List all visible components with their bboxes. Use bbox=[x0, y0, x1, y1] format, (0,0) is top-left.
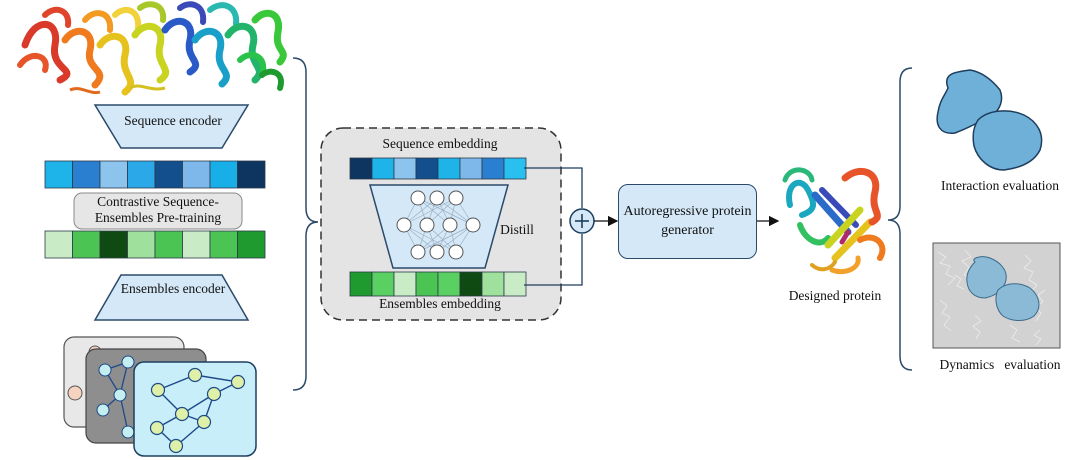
graph-card-front bbox=[133, 361, 257, 457]
sequence-encoder bbox=[93, 104, 250, 149]
left-ens-token-0 bbox=[44, 230, 73, 259]
dynamics-evaluation-label: Dynamics evaluation bbox=[939, 357, 1061, 372]
input-protein-structure-image bbox=[17, 1, 287, 96]
left-ens-token-7 bbox=[237, 230, 266, 259]
designed-protein-image bbox=[782, 167, 886, 275]
seq-to-plus-connector bbox=[524, 167, 583, 208]
sequence-encoder-label: Sequence encoder bbox=[124, 113, 222, 128]
left-ens-token-6 bbox=[209, 230, 238, 259]
center-seq-token-4 bbox=[437, 157, 461, 180]
center-seq-token-6 bbox=[481, 157, 505, 180]
center-ens-token-2 bbox=[393, 271, 417, 297]
left-ens-token-1 bbox=[72, 230, 101, 259]
distill-network bbox=[369, 184, 509, 269]
center-ens-token-5 bbox=[459, 271, 483, 297]
center-seq-token-1 bbox=[371, 157, 395, 180]
ensembles-embedding-label: Ensembles embedding bbox=[379, 296, 501, 311]
center-ens-token-6 bbox=[481, 271, 505, 297]
ensembles-encoder-label: Ensembles encoder bbox=[120, 281, 226, 296]
left-bracket bbox=[292, 57, 319, 391]
left-seq-token-2 bbox=[99, 160, 128, 189]
left-seq-token-0 bbox=[44, 160, 73, 189]
interaction-complex-image bbox=[936, 69, 1043, 171]
sequence-embedding-bar bbox=[349, 157, 527, 180]
left-ens-token-4 bbox=[154, 230, 183, 259]
center-ens-token-0 bbox=[349, 271, 373, 297]
distill-label: Distill bbox=[500, 222, 534, 237]
interaction-evaluation-label: Interaction evaluation bbox=[940, 178, 1060, 193]
left-seq-token-7 bbox=[237, 160, 266, 189]
designed-protein-label: Designed protein bbox=[788, 288, 882, 303]
center-ens-token-3 bbox=[415, 271, 439, 297]
ensembles-embedding-bar bbox=[349, 271, 527, 297]
water-texture bbox=[937, 249, 1046, 346]
left-seq-token-5 bbox=[182, 160, 211, 189]
sequence-embedding-label: Sequence embedding bbox=[382, 136, 498, 151]
left-ens-token-2 bbox=[99, 230, 128, 259]
graph-node bbox=[150, 382, 166, 398]
graph-node bbox=[196, 414, 212, 430]
dynamics-complex bbox=[966, 256, 1040, 321]
graph-node bbox=[168, 438, 184, 454]
graph-node bbox=[121, 355, 135, 369]
graph-node bbox=[121, 425, 135, 439]
autoregressive-generator: Autoregressive protein generator bbox=[618, 184, 757, 259]
left-ens-token-3 bbox=[127, 230, 156, 259]
ens-to-plus-connector bbox=[524, 234, 583, 286]
center-seq-token-2 bbox=[393, 157, 417, 180]
generator-label: Autoregressive protein generator bbox=[623, 204, 752, 238]
graph-node bbox=[187, 367, 203, 383]
center-seq-token-5 bbox=[459, 157, 483, 180]
graph-node bbox=[96, 403, 110, 417]
center-seq-token-0 bbox=[349, 157, 373, 180]
graph-node bbox=[174, 406, 190, 422]
center-seq-token-3 bbox=[415, 157, 439, 180]
center-seq-token-7 bbox=[503, 157, 527, 180]
sequence-token-bar bbox=[44, 160, 266, 189]
graph-node bbox=[67, 385, 83, 401]
graph-node bbox=[206, 386, 222, 402]
pretraining-label: Contrastive Sequence-Ensembles Pre-train… bbox=[94, 194, 222, 226]
left-seq-token-3 bbox=[127, 160, 156, 189]
center-ens-token-7 bbox=[503, 271, 527, 297]
neural-net-nodes bbox=[396, 190, 481, 260]
center-ens-token-1 bbox=[371, 271, 395, 297]
left-ens-token-5 bbox=[182, 230, 211, 259]
graph-node bbox=[98, 363, 112, 377]
pretraining-box bbox=[73, 192, 243, 230]
graph-node bbox=[230, 374, 246, 390]
ensembles-token-bar bbox=[44, 230, 266, 259]
graph-node bbox=[113, 388, 127, 402]
right-bracket bbox=[887, 67, 913, 371]
left-seq-token-4 bbox=[154, 160, 183, 189]
graph-node bbox=[149, 420, 165, 436]
ensembles-encoder bbox=[93, 274, 250, 321]
left-seq-token-1 bbox=[72, 160, 101, 189]
ensemble-graphs-stack bbox=[63, 336, 257, 457]
center-ens-token-4 bbox=[437, 271, 461, 297]
left-seq-token-6 bbox=[209, 160, 238, 189]
